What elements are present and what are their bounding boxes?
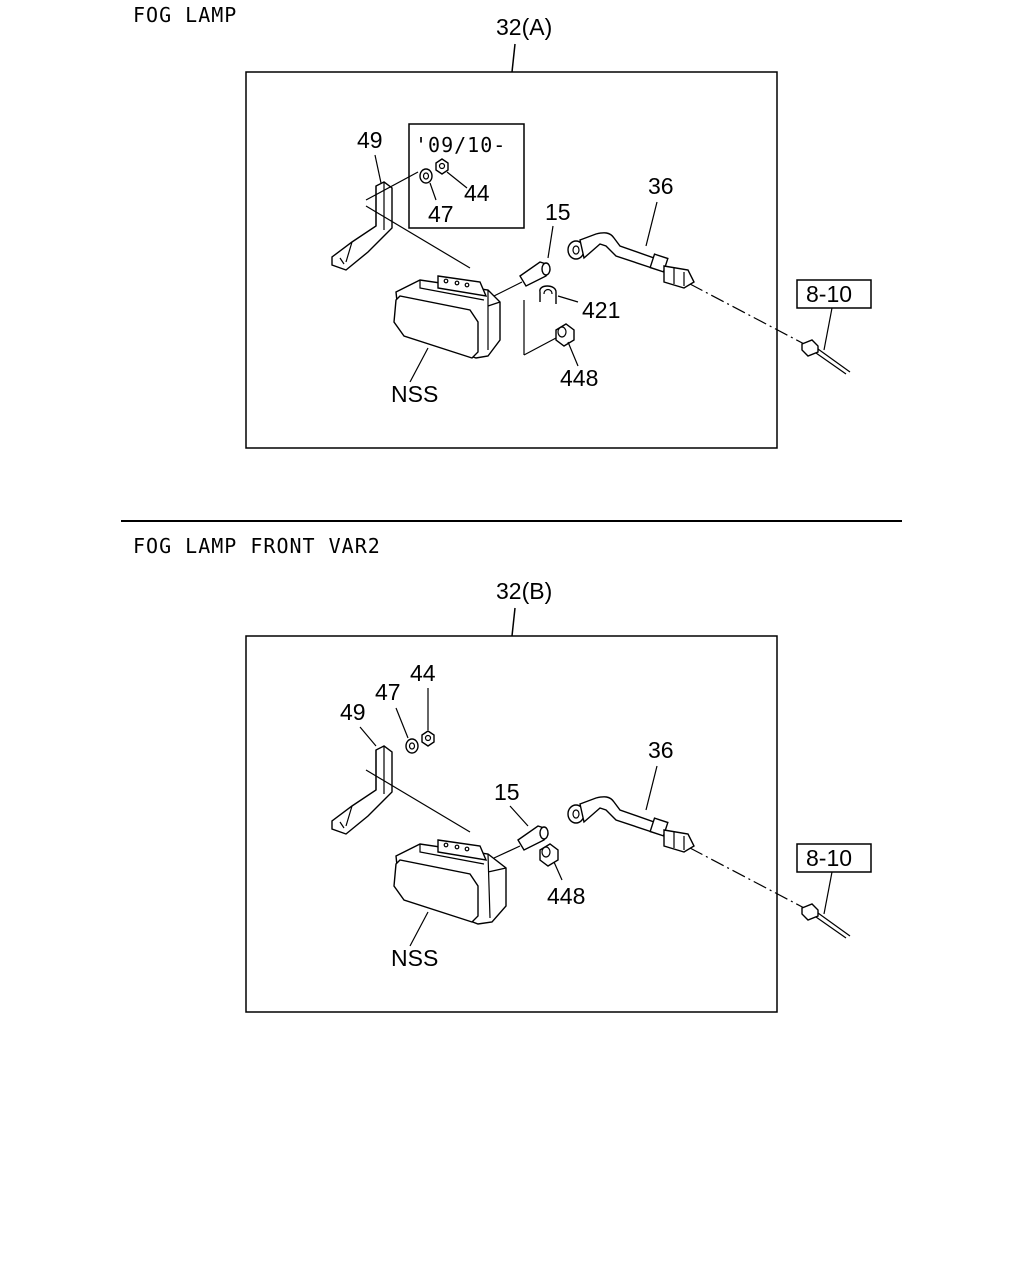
bulb-icon <box>519 261 551 287</box>
washer-icon <box>405 738 419 754</box>
callout-44: 44 <box>410 660 436 686</box>
clip-icon <box>539 285 557 304</box>
socket-icon <box>539 843 559 867</box>
callout-49: 49 <box>357 127 383 153</box>
callout-ref: 8-10 <box>806 845 852 871</box>
callout-421: 421 <box>582 297 620 323</box>
leader-421 <box>557 295 579 303</box>
nut-icon <box>435 158 449 175</box>
callout-nss: NSS <box>391 945 438 971</box>
callout-36: 36 <box>648 737 674 763</box>
frame-leader <box>511 43 516 73</box>
callout-44: 44 <box>464 180 490 206</box>
socket-icon <box>555 323 575 347</box>
fog-lamp-icon <box>393 275 501 359</box>
leader-ref <box>823 307 833 351</box>
callout-448: 448 <box>547 883 585 909</box>
frame-leader <box>511 607 516 637</box>
leader-49 <box>374 154 382 184</box>
callout-15: 15 <box>494 779 520 805</box>
washer-icon <box>419 168 433 184</box>
wire-line <box>689 847 809 911</box>
inset-box <box>408 123 525 229</box>
leader-47 <box>395 707 409 739</box>
leader-36 <box>645 765 658 811</box>
callout-15: 15 <box>545 199 571 225</box>
leader-44 <box>446 171 468 189</box>
diagram-frame <box>245 635 778 1013</box>
inset-label: '09/10- <box>415 133 506 157</box>
terminal-icon <box>801 903 851 939</box>
bracket-icon <box>331 171 471 271</box>
callout-ref: 8-10 <box>806 281 852 307</box>
leader-448 <box>567 341 579 367</box>
section-fog-lamp-front-var2: FOG LAMP FRONT VAR2 32(B) 49 47 44 <box>133 534 872 1013</box>
bulb-icon <box>517 825 549 851</box>
callout-nss: NSS <box>391 381 438 407</box>
callout-47: 47 <box>428 201 454 227</box>
wire-line <box>689 283 809 347</box>
leader-47 <box>429 182 437 201</box>
wire-harness-icon <box>567 232 695 289</box>
ref-box <box>796 843 872 873</box>
section-fog-lamp: FOG LAMP 32(A) '09/10- 47 44 49 <box>133 3 872 449</box>
callout-36: 36 <box>648 173 674 199</box>
callout-47: 47 <box>375 679 401 705</box>
leader-nss <box>409 911 429 947</box>
frame-label: 32(B) <box>496 578 552 604</box>
leader-36 <box>645 201 658 247</box>
diagram-frame <box>245 71 778 449</box>
section-title: FOG LAMP FRONT VAR2 <box>133 534 381 558</box>
leader-15 <box>547 225 554 259</box>
section-title: FOG LAMP <box>133 3 237 27</box>
callout-49: 49 <box>340 699 366 725</box>
leader-ref <box>823 871 833 915</box>
leader-49 <box>359 726 377 747</box>
bracket-icon <box>331 745 471 835</box>
terminal-icon <box>801 339 851 375</box>
wire-harness-icon <box>567 796 695 853</box>
nut-icon <box>421 730 435 747</box>
callout-448: 448 <box>560 365 598 391</box>
leader-448 <box>553 861 563 881</box>
ref-box <box>796 279 872 309</box>
leader-15 <box>509 805 529 827</box>
fog-lamp-icon <box>393 839 507 925</box>
leader-nss <box>409 347 429 383</box>
frame-label: 32(A) <box>496 14 552 40</box>
